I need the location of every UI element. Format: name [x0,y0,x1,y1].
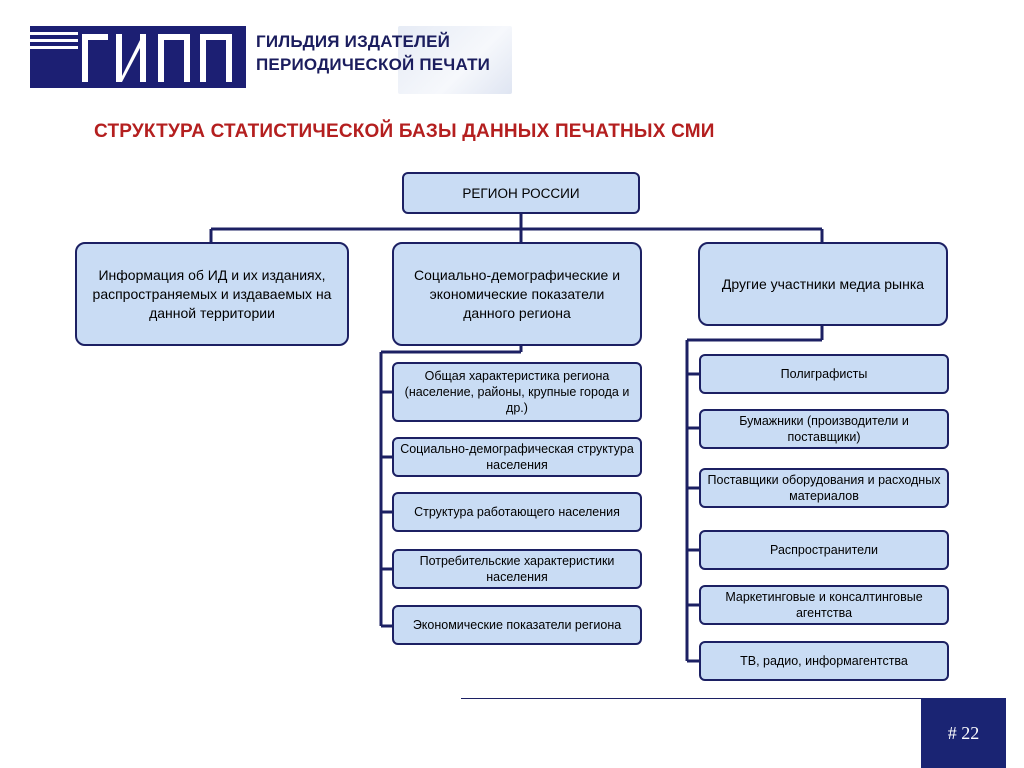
guild-logo: ГИЛЬДИЯ ИЗДАТЕЛЕЙ ПЕРИОДИЧЕСКОЙ ПЕЧАТИ [30,26,512,94]
branch-middle: Социально-демографические и экономически… [392,242,642,346]
page-title: СТРУКТУРА СТАТИСТИЧЕСКОЙ БАЗЫ ДАННЫХ ПЕЧ… [94,121,715,142]
right-item-label: ТВ, радио, информагентства [740,654,908,668]
middle-item-label: Потребительские характеристики населения [419,554,615,584]
right-item: Полиграфисты [699,354,949,394]
logo-line-2: ПЕРИОДИЧЕСКОЙ ПЕЧАТИ [256,55,491,74]
middle-item-label: Социально-демографическая структура насе… [400,442,634,472]
right-item-label: Полиграфисты [780,367,868,381]
middle-item: Потребительские характеристики населения [392,549,642,589]
logo-text: ГИЛЬДИЯ ИЗДАТЕЛЕЙ ПЕРИОДИЧЕСКОЙ ПЕЧАТИ [256,30,512,76]
middle-item: Социально-демографическая структура насе… [392,437,642,477]
branch-right: Другие участники медиа рынка [698,242,948,326]
logo-line-1: ГИЛЬДИЯ ИЗДАТЕЛЕЙ [256,32,451,51]
middle-item: Структура работающего населения [392,492,642,532]
branch-left-label: Информация об ИД и их изданиях, распрост… [92,266,332,321]
middle-item: Экономические показатели региона [392,605,642,645]
branch-left: Информация об ИД и их изданиях, распрост… [75,242,349,346]
right-item-label: Поставщики оборудования и расходных мате… [707,473,941,503]
right-item-label: Бумажники (производители и поставщики) [739,414,909,444]
page-number: # 22 [947,722,980,743]
right-item: Бумажники (производители и поставщики) [699,409,949,449]
footer-divider [461,698,921,699]
logo-background [398,26,512,94]
middle-item: Общая характеристика региона (население,… [392,362,642,422]
middle-item-label: Структура работающего населения [414,505,620,519]
right-item: Распространители [699,530,949,570]
logo-mark-icon [30,26,246,88]
page-number-badge: # 22 [921,698,1006,768]
root-node: РЕГИОН РОССИИ [402,172,640,214]
right-item-label: Распространители [770,543,878,557]
root-node-label: РЕГИОН РОССИИ [462,185,580,201]
middle-item-label: Экономические показатели региона [412,618,622,632]
branch-middle-label: Социально-демографические и экономически… [413,266,621,321]
right-item: ТВ, радио, информагентства [699,641,949,681]
middle-item-label: Общая характеристика региона (население,… [404,369,630,415]
right-item-label: Маркетинговые и консалтинговые агентства [725,590,923,620]
right-item: Маркетинговые и консалтинговые агентства [699,585,949,625]
right-item: Поставщики оборудования и расходных мате… [699,468,949,508]
branch-right-label: Другие участники медиа рынка [721,275,925,292]
